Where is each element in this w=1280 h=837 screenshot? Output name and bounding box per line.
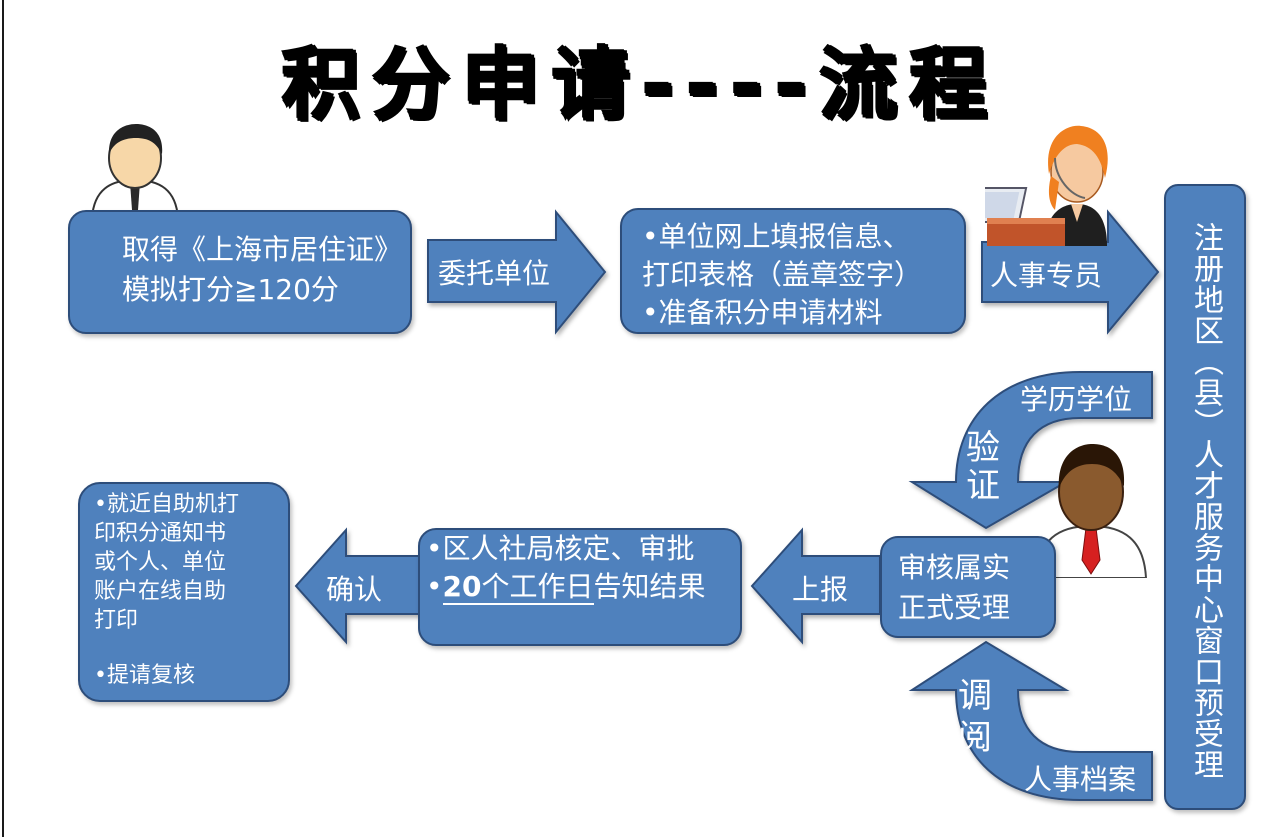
step-self-print: •就近自助机打 印积分通知书 或个人、单位 账户在线自助 打印 •提请复核 bbox=[78, 482, 290, 702]
arrow-confirm-label: 确认 bbox=[326, 573, 383, 606]
step2-line3: •准备积分申请材料 bbox=[642, 296, 883, 329]
arrow-report bbox=[750, 527, 881, 645]
arrow-entrust bbox=[427, 209, 607, 335]
archive-action-1: 调 bbox=[958, 676, 992, 716]
step-unit-online-filing: •单位网上填报信息、 打印表格（盖章签字） •准备积分申请材料 bbox=[620, 208, 966, 334]
arrow-archive bbox=[908, 640, 1153, 801]
step2-line1: •单位网上填报信息、 bbox=[642, 220, 911, 253]
approve-tail: 告知结果 bbox=[593, 570, 706, 603]
verify-action-1: 验 bbox=[966, 428, 1000, 468]
step1-line2: 模拟打分≧120分 bbox=[122, 273, 339, 306]
window-label: 注册地区（县）人才服务中心窗口预受理 bbox=[1188, 222, 1223, 780]
left-border-line bbox=[2, 0, 4, 837]
approve-bullet: • bbox=[426, 570, 443, 603]
arrow-hr-officer-label: 人事专员 bbox=[990, 259, 1103, 292]
arrow-report-label: 上报 bbox=[792, 573, 849, 606]
arrow-verify bbox=[908, 371, 1153, 530]
window-pre-acceptance: 注册地区（县）人才服务中心窗口预受理 bbox=[1164, 184, 1246, 810]
final-line5: 打印 bbox=[94, 608, 139, 633]
approve-days: 20 bbox=[442, 570, 482, 603]
arrow-confirm bbox=[294, 527, 421, 645]
final-line1: •就近自助机打 bbox=[94, 492, 239, 517]
step2-line2: 打印表格（盖章签字） bbox=[642, 258, 923, 291]
step-district-approval: •区人社局核定、审批 •20个工作日告知结果 bbox=[418, 528, 742, 646]
final-line4: 账户在线自助 bbox=[94, 579, 227, 604]
verify-source-label: 学历学位 bbox=[1020, 383, 1133, 416]
page-title: 积分申请----流程 bbox=[281, 40, 999, 130]
final-line3: 或个人、单位 bbox=[94, 550, 227, 575]
step1-line1: 取得《上海市居住证》 bbox=[122, 233, 403, 266]
archive-source-label: 人事档案 bbox=[1024, 763, 1137, 796]
arrow-entrust-label: 委托单位 bbox=[438, 257, 551, 290]
archive-action-2: 阅 bbox=[958, 718, 992, 758]
verify-action-2: 证 bbox=[966, 466, 1000, 506]
approve-days-rest: 个工作日 bbox=[481, 570, 594, 603]
review-line2: 正式受理 bbox=[898, 591, 1011, 624]
step-review-accept: 审核属实 正式受理 bbox=[880, 536, 1056, 638]
final-line6: •提请复核 bbox=[94, 663, 195, 688]
receptionist-icon bbox=[985, 125, 1108, 246]
review-line1: 审核属实 bbox=[898, 551, 1011, 584]
man-user-icon bbox=[90, 124, 180, 219]
approve-line1: •区人社局核定、审批 bbox=[426, 532, 695, 565]
final-line2: 印积分通知书 bbox=[94, 521, 227, 546]
step-residence-permit: 取得《上海市居住证》 模拟打分≧120分 bbox=[68, 210, 412, 334]
